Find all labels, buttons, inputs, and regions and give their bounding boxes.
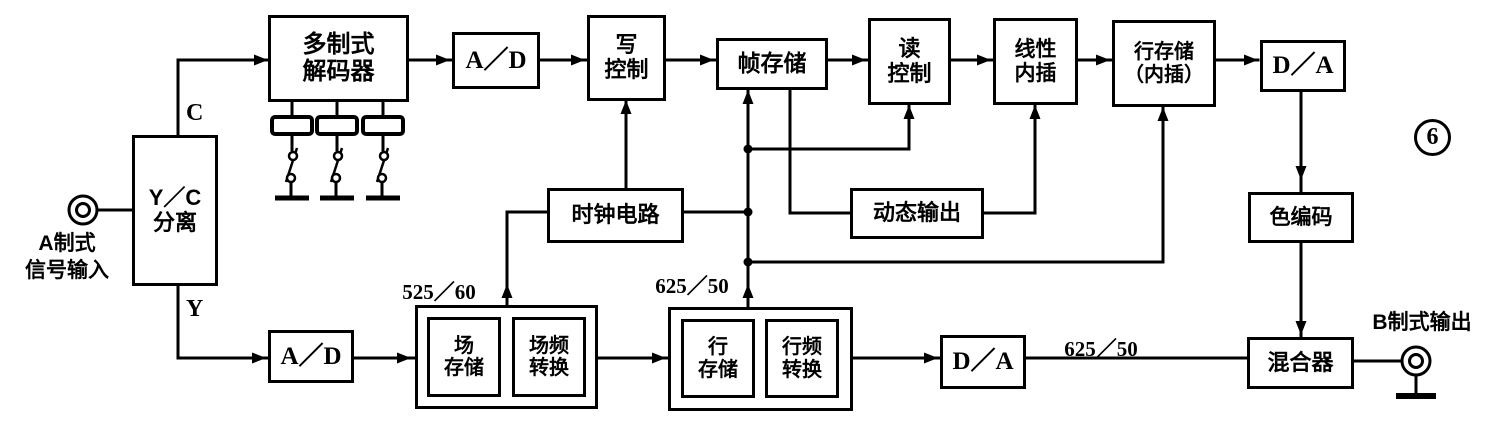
block-linear-interpolation: 线性 内插 [993,18,1078,105]
y-signal-label: Y [186,296,204,322]
field-rate-label: 525／60 [402,280,476,304]
block-multi-standard-decoder: 多制式 解码器 [268,15,409,102]
crystal-icon [361,115,405,136]
figure-number-badge: 6 [1414,119,1451,156]
crystal-switch-3 [361,102,405,201]
block-ad-converter-bottom: A／D [268,330,354,383]
switch-contact-icon [287,150,299,162]
arrowhead-icon [1295,321,1307,335]
output-terminal-icon [1408,353,1424,369]
input-terminal-icon [75,202,91,218]
arrowhead-icon [652,352,666,364]
block-frame-store: 帧存储 [716,38,828,90]
crystal-stub [289,102,294,196]
wire-bus-to-line-store-interp [746,105,1165,264]
wire-dynamic-output-to-linear-interp [981,103,1037,215]
terminals [67,194,1432,377]
block-yc-separator: Y／C 分离 [132,135,218,286]
arrowhead-icon [742,90,754,104]
arrowhead-icon [852,54,866,66]
junction-dots [743,144,753,267]
input-terminal-icon [67,194,99,226]
arrowhead-icon [1029,105,1041,119]
arrowhead-icon [620,100,632,114]
crystal-stub [334,102,339,196]
arrowhead-icon [1244,54,1258,66]
line-rate-label: 625／50 [655,274,729,298]
block-write-control: 写 控制 [587,15,666,101]
arrowhead-icon [977,54,991,66]
arrowhead-icon [571,54,585,66]
block-read-control: 读 控制 [868,18,951,105]
output-rate-label: 625／50 [1064,337,1138,361]
switch-contact-icon [330,172,342,184]
block-da-converter-top: D／A [1260,40,1346,92]
crystal-switch-2 [315,102,359,201]
wire-clock-to-field-container [505,210,549,307]
block-line-store: 行 存储 [681,319,755,398]
junction-dot [743,207,753,217]
crystal-stub [380,102,385,196]
arrowhead-icon [397,352,411,364]
wire-frame-store-to-dynamic-output [788,88,852,215]
switch-contact-icon [285,172,297,184]
output-terminal-icon [1400,345,1432,377]
switch-contact-icon [332,150,344,162]
block-line-rate-converter: 行频 转换 [765,319,839,398]
block-dynamic-output: 动态输出 [850,188,984,239]
crystal-icon [315,115,359,136]
c-signal-label: C [186,100,204,126]
junction-dot [743,257,753,267]
junction-dot [743,144,753,154]
wire-bus-to-read-control [746,103,911,151]
input-signal-label: A制式 信号输入 [25,232,109,283]
arrowhead-icon [252,352,266,364]
arrowhead-icon [436,54,450,66]
output-signal-label: B制式输出 [1372,311,1472,334]
crystal-icon [270,115,314,136]
block-line-store-interpolation: 行存储 （内插） [1112,20,1216,107]
arrowhead-icon [254,54,268,66]
arrowhead-icon [903,105,915,119]
arrowhead-icon [1157,107,1169,121]
arrowhead-icon [501,284,513,298]
block-da-converter-bottom: D／A [940,335,1026,389]
switch-contact-icon [376,172,388,184]
arrowhead-icon [1096,54,1110,66]
block-clock-circuit: 时钟电路 [547,188,684,243]
block-field-store: 场 存储 [427,317,501,397]
arrowhead-icon [700,54,714,66]
arrowhead-icon [924,352,938,364]
arrowhead-icon [742,284,754,298]
decoder-crystal-switches [270,102,405,201]
block-color-encoder: 色编码 [1248,192,1354,243]
crystal-switch-1 [270,102,314,201]
block-mixer: 混合器 [1247,337,1354,389]
switch-contact-icon [378,150,390,162]
arrowheads [252,54,1307,364]
block-ad-converter-top: A／D [452,32,540,89]
arrowhead-icon [1295,166,1307,180]
block-field-rate-converter: 场频 转换 [512,317,586,397]
